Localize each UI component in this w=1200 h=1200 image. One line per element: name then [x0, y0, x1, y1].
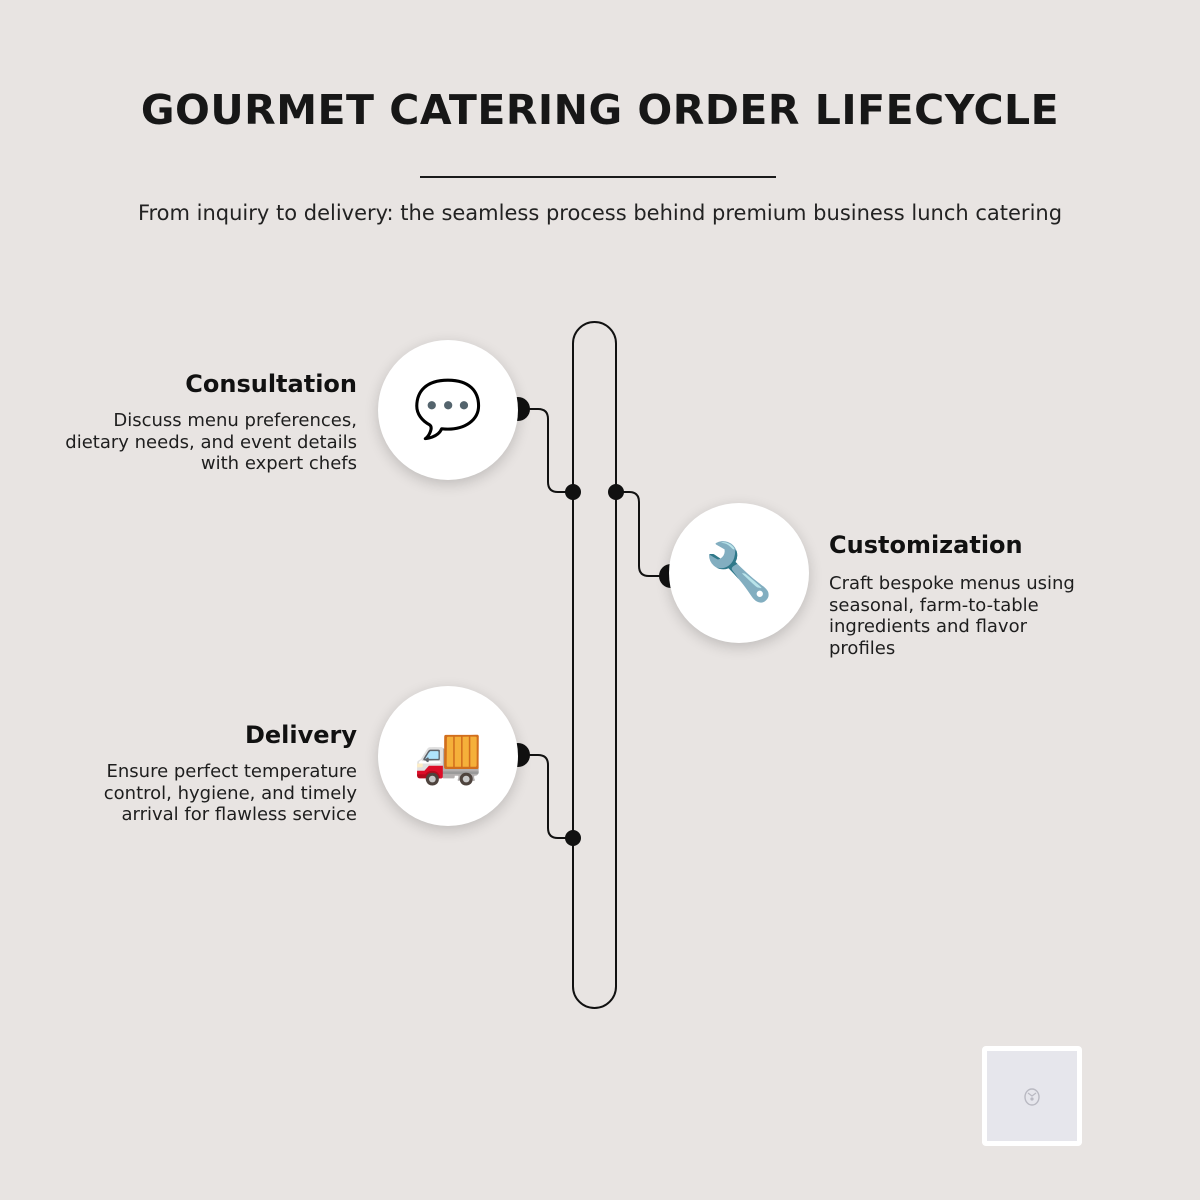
customization-icon-circle: 🔧 [669, 503, 809, 643]
speech-balloon-icon: 💬 [413, 377, 483, 442]
connector-delivery [518, 754, 573, 839]
title-divider [420, 176, 776, 178]
consultation-icon-circle: 💬 [378, 340, 518, 480]
consultation-description: Discuss menu preferences, dietary needs,… [65, 410, 357, 474]
node-customization-junction [608, 484, 624, 500]
connector-customization [616, 491, 671, 577]
page-title: GOURMET CATERING ORDER LIFECYCLE [140, 86, 1060, 134]
node-consultation-junction [565, 484, 581, 500]
connector-consultation [518, 408, 573, 493]
customization-description: Craft bespoke menus using seasonal, farm… [829, 573, 1075, 659]
delivery-title: Delivery [244, 721, 357, 749]
delivery-icon-circle: 🚚 [378, 686, 518, 826]
watermark-badge [982, 1046, 1082, 1146]
logo-icon [1024, 1088, 1040, 1106]
delivery-description: Ensure perfect temperature control, hygi… [103, 761, 357, 825]
node-delivery-junction [565, 830, 581, 846]
customization-title: Customization [829, 531, 1023, 559]
delivery-truck-icon: 🚚 [413, 723, 483, 788]
consultation-title: Consultation [185, 370, 357, 398]
timeline-track [572, 321, 617, 1009]
page-subtitle: From inquiry to delivery: the seamless p… [137, 201, 1063, 225]
wrench-icon: 🔧 [704, 540, 774, 605]
